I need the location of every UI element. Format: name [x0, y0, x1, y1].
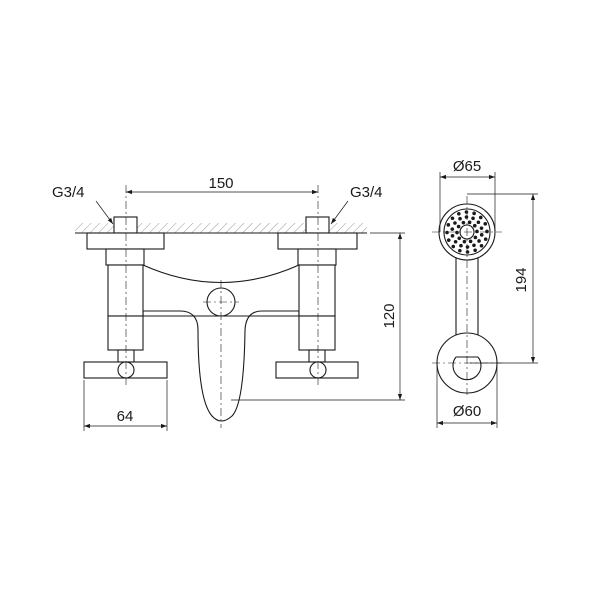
svg-text:Ø60: Ø60 — [453, 403, 481, 420]
svg-text:G3/4: G3/4 — [350, 184, 383, 201]
nozzle-dot — [458, 216, 462, 221]
svg-text:G3/4: G3/4 — [52, 184, 85, 201]
nozzle-dot — [478, 215, 483, 220]
dimension-64-label: 64 — [117, 408, 134, 425]
nozzle-dot — [453, 239, 458, 244]
nozzle-dot — [455, 230, 459, 235]
right-valve — [275, 216, 359, 379]
nozzle-dot — [479, 226, 484, 230]
nozzle-dot — [467, 220, 472, 225]
nozzle-dot — [483, 222, 488, 226]
nozzle-dot — [459, 243, 463, 248]
nozzle-dot — [479, 243, 484, 248]
svg-text:Ø65: Ø65 — [453, 158, 481, 175]
nozzle-dot — [446, 238, 451, 242]
nozzle-dot — [445, 230, 449, 235]
shower-nozzles — [445, 210, 489, 254]
nozzle-dot — [453, 221, 457, 225]
dimension-194: 194 — [467, 193, 538, 364]
nozzle-dot — [479, 233, 484, 237]
left-valve — [83, 216, 168, 379]
hand-shower-view — [432, 196, 502, 395]
nozzle-dot — [473, 248, 477, 253]
nozzle-dot — [472, 243, 476, 248]
dimension-150-label: 150 — [208, 175, 233, 192]
dimension-diameter-60: Ø60 — [436, 363, 498, 428]
nozzle-dot — [464, 210, 469, 214]
nozzle-dot — [485, 229, 489, 234]
nozzle-dot — [472, 223, 477, 228]
nozzle-dot — [446, 223, 451, 227]
nozzle-dot — [477, 239, 481, 243]
nozzle-dot — [465, 250, 470, 254]
dimension-64: 64 — [83, 380, 168, 431]
nozzle-dot — [457, 236, 462, 241]
mixer-front-view — [83, 185, 359, 428]
dimension-diameter-65: Ø65 — [439, 158, 496, 232]
nozzle-dot — [458, 248, 462, 253]
nozzle-dot — [475, 229, 479, 234]
dimension-120: 120 — [231, 232, 405, 401]
nozzle-dot — [450, 216, 455, 221]
dimension-120-label: 120 — [381, 303, 398, 328]
nozzle-dot — [450, 227, 455, 231]
nozzle-dot — [450, 234, 455, 238]
nozzle-dot — [462, 239, 467, 244]
nozzle-dot — [468, 239, 473, 244]
nozzle-dot — [457, 211, 461, 216]
nozzle-dot — [471, 216, 475, 221]
thread-label-right: G3/4 — [330, 184, 383, 225]
svg-text:194: 194 — [513, 267, 530, 292]
nozzle-dot — [465, 245, 470, 249]
nozzle-dot — [483, 237, 488, 241]
thread-label-left: G3/4 — [52, 184, 114, 225]
nozzle-dot — [476, 220, 481, 225]
dimension-150: 150 — [126, 175, 318, 195]
nozzle-dot — [464, 215, 469, 219]
nozzle-dot — [451, 244, 456, 249]
nozzle-dot — [456, 224, 461, 229]
nozzle-dot — [473, 235, 478, 240]
nozzle-dot — [472, 211, 476, 216]
nozzle-dot — [461, 220, 466, 225]
